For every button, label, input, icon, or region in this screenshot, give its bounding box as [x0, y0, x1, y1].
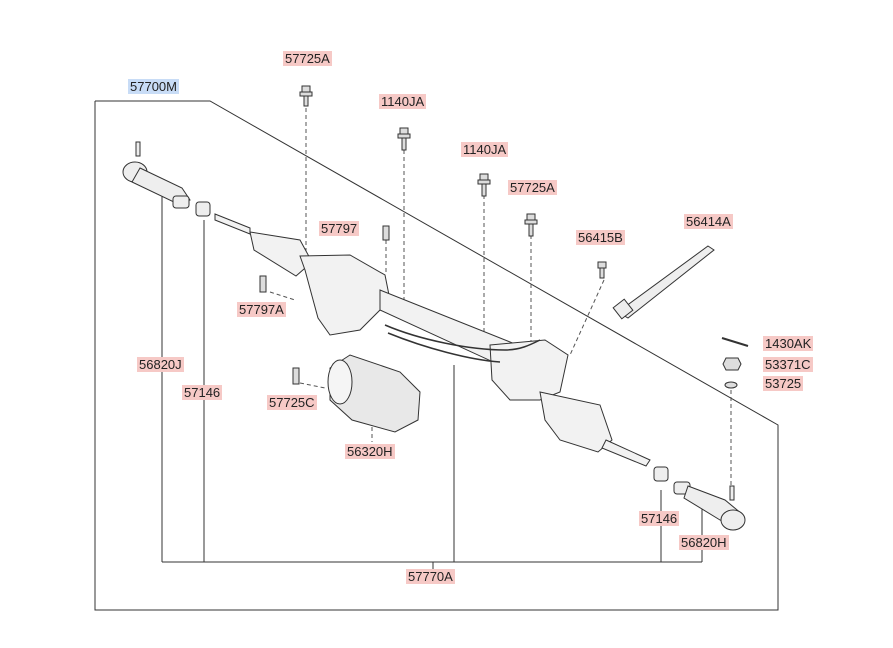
label-57797: 57797: [319, 221, 360, 236]
label-56820h: 56820H: [679, 535, 729, 550]
label-56414a: 56414A: [684, 214, 733, 229]
label-56415b: 56415B: [576, 230, 625, 245]
assembly-outline: [94, 100, 779, 611]
label-57770a: 57770A: [406, 569, 455, 584]
rack-housing: [214, 213, 651, 467]
label-57725a-top: 57725A: [283, 51, 332, 66]
label-53725: 53725: [763, 376, 804, 391]
electric-motor: [327, 354, 421, 433]
tie-rod-end-right: [673, 481, 746, 531]
fluid-lines: [384, 324, 541, 363]
label-1140ja-a: 1140JA: [379, 94, 427, 109]
input-shaft: [612, 245, 715, 320]
label-57725a-mid: 57725A: [508, 180, 557, 195]
label-53371c: 53371C: [763, 357, 813, 372]
nut-left: [195, 201, 211, 217]
right-hardware: [721, 337, 749, 389]
label-56320h: 56320H: [345, 444, 395, 459]
label-57797a: 57797A: [237, 302, 286, 317]
label-1430ak: 1430AK: [763, 336, 814, 351]
label-56820j: 56820J: [137, 357, 184, 372]
nut-right: [653, 466, 669, 482]
label-57725c: 57725C: [267, 395, 317, 410]
label-1140ja-b: 1140JA: [461, 142, 509, 157]
label-57146-left: 57146: [182, 385, 223, 400]
tie-rod-end-left: [122, 141, 191, 209]
dashed-leaders: [269, 108, 732, 495]
leader-lines: [161, 187, 703, 570]
label-57700m: 57700M: [128, 79, 179, 94]
bolts: [259, 85, 607, 385]
label-57146-right: 57146: [639, 511, 680, 526]
